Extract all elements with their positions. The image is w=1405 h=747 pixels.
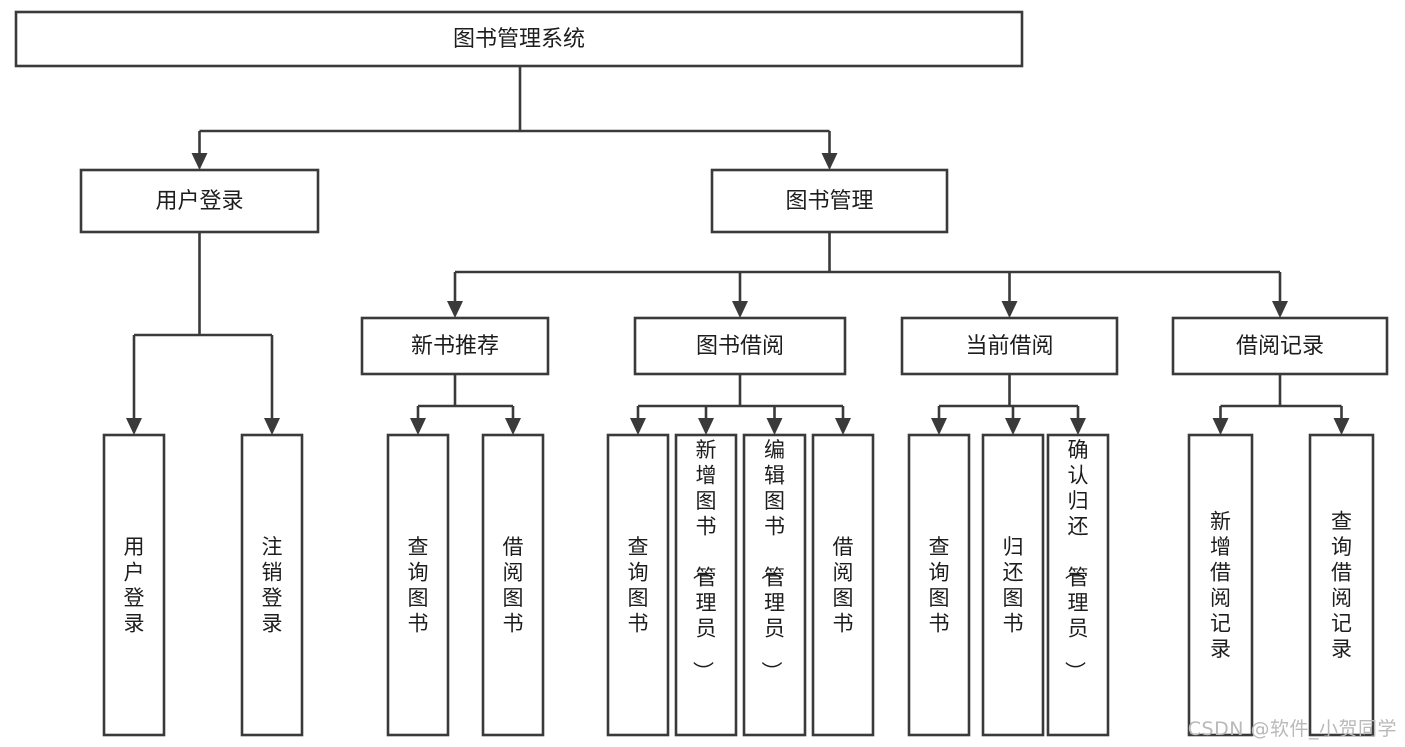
node-label: 用户登录 bbox=[155, 189, 243, 214]
leaf-图书借阅-2-arrow-icon-1 bbox=[698, 418, 714, 435]
node-leaf-借阅图书[interactable]: 借阅图书 bbox=[811, 433, 875, 737]
node-box bbox=[240, 433, 304, 737]
book-mgmt-arrow-icon-3 bbox=[1272, 301, 1288, 318]
node-leaf-归还图书[interactable]: 归还图书 bbox=[981, 433, 1045, 737]
leaf-用户登录-0-arrow-icon-0 bbox=[126, 418, 142, 435]
node-label: 新增图书（管理员） bbox=[691, 438, 717, 682]
node-label: 图书管理 bbox=[785, 189, 873, 214]
node-box bbox=[481, 433, 545, 737]
node-box bbox=[811, 433, 875, 737]
node-label: 新增借阅记录 bbox=[1210, 509, 1231, 661]
node-label: 借阅图书 bbox=[503, 535, 524, 636]
node-box bbox=[102, 433, 166, 737]
leaf-新书推荐-1-arrow-icon-1 bbox=[505, 418, 521, 435]
node-box bbox=[360, 316, 550, 376]
node-leaf-编辑图书管理员[interactable]: 编辑图书（管理员） bbox=[742, 433, 807, 737]
root-arrow-icon-1 bbox=[821, 153, 838, 170]
node-label: 当前借阅 bbox=[965, 334, 1053, 359]
node-label: 查询图书 bbox=[929, 535, 950, 636]
node-box bbox=[1171, 316, 1389, 376]
node-box bbox=[386, 433, 450, 737]
leaf-图书借阅-2-arrow-icon-0 bbox=[630, 418, 646, 435]
node-label: 编辑图书（管理员） bbox=[759, 438, 785, 682]
node-box bbox=[606, 433, 670, 737]
node-label: 查询借阅记录 bbox=[1331, 509, 1352, 661]
node-label: 归还图书 bbox=[1003, 535, 1024, 636]
node-leaf-查询图书[interactable]: 查询图书 bbox=[606, 433, 670, 737]
node-box bbox=[674, 433, 738, 737]
node-leaf-查询借阅记录[interactable]: 查询借阅记录 bbox=[1308, 433, 1375, 737]
node-level2-当前借阅[interactable]: 当前借阅 bbox=[900, 316, 1119, 376]
node-box bbox=[79, 168, 320, 234]
node-label: 查询图书 bbox=[628, 535, 649, 636]
node-level1-用户登录[interactable]: 用户登录 bbox=[79, 168, 320, 234]
node-box bbox=[742, 433, 807, 737]
leaf-借阅记录-4-arrow-icon-1 bbox=[1333, 418, 1350, 435]
node-label: 确认归还（管理员） bbox=[1063, 438, 1089, 682]
node-level1-图书管理[interactable]: 图书管理 bbox=[710, 168, 949, 234]
node-box bbox=[900, 316, 1119, 376]
leaf-当前借阅-3-arrow-icon-2 bbox=[1070, 418, 1086, 435]
node-level2-图书借阅[interactable]: 图书借阅 bbox=[633, 316, 847, 376]
nodes-layer: 图书管理系统用户登录图书管理新书推荐图书借阅当前借阅借阅记录用户登录注销登录查询… bbox=[14, 10, 1389, 737]
leaf-用户登录-0-arrow-icon-1 bbox=[264, 418, 280, 435]
node-label: 借阅记录 bbox=[1236, 334, 1324, 359]
node-label: 借阅图书 bbox=[833, 535, 854, 636]
node-leaf-新增图书管理员[interactable]: 新增图书（管理员） bbox=[674, 433, 738, 737]
node-level2-新书推荐[interactable]: 新书推荐 bbox=[360, 316, 550, 376]
leaf-借阅记录-4-arrow-icon-0 bbox=[1212, 418, 1229, 435]
leaf-当前借阅-3-arrow-icon-1 bbox=[1005, 418, 1021, 435]
node-box bbox=[633, 316, 847, 376]
node-box bbox=[1046, 433, 1110, 737]
node-box bbox=[907, 433, 971, 737]
node-root-图书管理系统[interactable]: 图书管理系统 bbox=[14, 10, 1024, 68]
node-level2-借阅记录[interactable]: 借阅记录 bbox=[1171, 316, 1389, 376]
connectors-layer bbox=[126, 66, 1350, 435]
node-leaf-确认归还管理员[interactable]: 确认归还（管理员） bbox=[1046, 433, 1110, 737]
leaf-图书借阅-2-arrow-icon-2 bbox=[766, 418, 783, 435]
node-leaf-查询图书[interactable]: 查询图书 bbox=[386, 433, 450, 737]
node-leaf-借阅图书[interactable]: 借阅图书 bbox=[481, 433, 545, 737]
node-leaf-用户登录[interactable]: 用户登录 bbox=[102, 433, 166, 737]
node-box bbox=[981, 433, 1045, 737]
node-label: 用户登录 bbox=[124, 535, 145, 636]
node-label: 新书推荐 bbox=[411, 334, 499, 359]
leaf-当前借阅-3-arrow-icon-0 bbox=[931, 418, 947, 435]
node-leaf-新增借阅记录[interactable]: 新增借阅记录 bbox=[1187, 433, 1254, 737]
node-box bbox=[14, 10, 1024, 68]
node-label: 图书管理系统 bbox=[453, 27, 585, 52]
node-box bbox=[1308, 433, 1375, 737]
book-mgmt-arrow-icon-0 bbox=[447, 301, 463, 318]
book-mgmt-arrow-icon-1 bbox=[732, 301, 748, 318]
book-mgmt-arrow-icon-2 bbox=[1001, 301, 1018, 318]
leaf-图书借阅-2-arrow-icon-3 bbox=[835, 418, 851, 435]
node-label: 注销登录 bbox=[262, 535, 283, 636]
node-label: 图书借阅 bbox=[696, 334, 784, 359]
node-box bbox=[1187, 433, 1254, 737]
leaf-新书推荐-1-arrow-icon-0 bbox=[410, 418, 426, 435]
root-arrow-icon-0 bbox=[191, 153, 208, 170]
node-label: 查询图书 bbox=[408, 535, 429, 636]
node-box bbox=[710, 168, 949, 234]
node-leaf-注销登录[interactable]: 注销登录 bbox=[240, 433, 304, 737]
node-leaf-查询图书[interactable]: 查询图书 bbox=[907, 433, 971, 737]
